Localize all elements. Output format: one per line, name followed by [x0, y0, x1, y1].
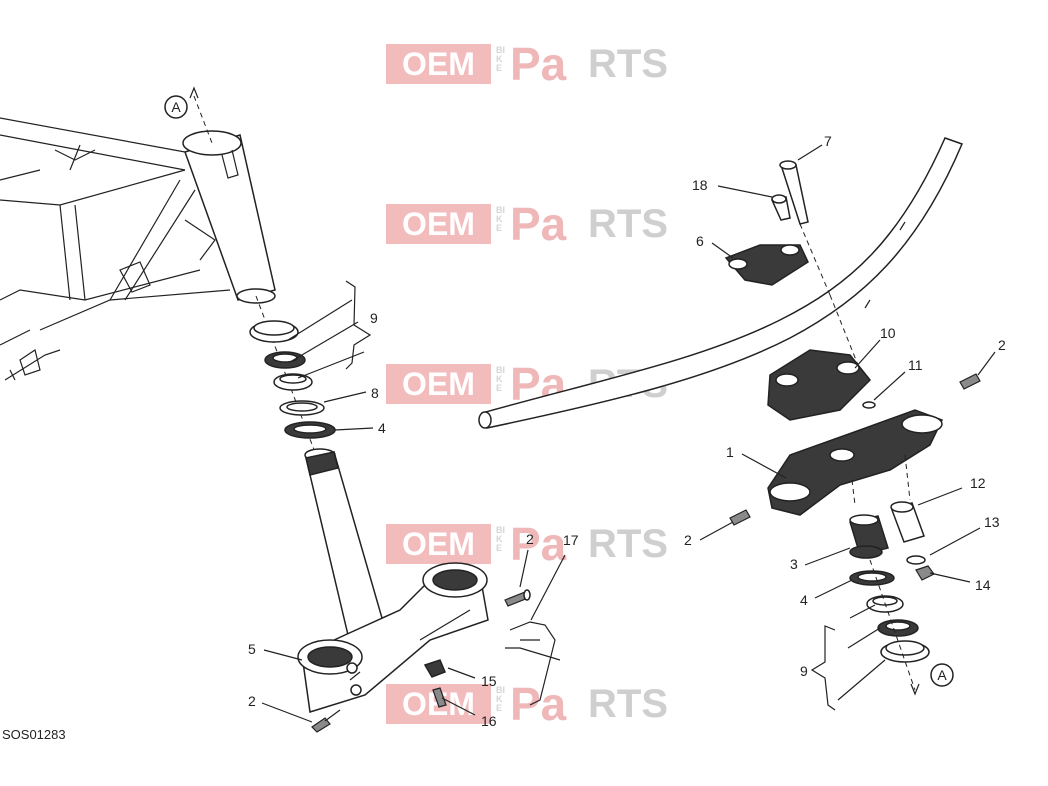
- left-steering-stem: [297, 448, 561, 733]
- callout-label: 2: [248, 693, 256, 709]
- callout-label: 8: [371, 385, 379, 401]
- callout-label: 13: [984, 514, 1000, 530]
- callout-label: 14: [975, 577, 991, 593]
- watermark-oem: OEM: [386, 364, 491, 404]
- watermark-oem: OEM: [386, 44, 491, 84]
- frame-drawing: [0, 86, 317, 456]
- right-upper-yoke: [729, 373, 981, 526]
- callout-label: 11: [908, 357, 923, 373]
- watermark-logo: OEM BIKE Pa RTS: [386, 200, 668, 248]
- reference-circle: [164, 95, 188, 119]
- callout-label: 4: [378, 420, 386, 436]
- callout-label: 17: [563, 532, 579, 548]
- callout-label: 9: [800, 663, 808, 679]
- watermark-pa: Pa: [510, 518, 567, 570]
- watermark-logo: OEM BIKE Pa RTS: [386, 40, 668, 88]
- callout-label: 16: [481, 713, 497, 729]
- callout-label: 6: [696, 233, 704, 249]
- callout-label: 5: [248, 641, 256, 657]
- callout-label: 12: [970, 475, 986, 491]
- watermark-rts: RTS: [588, 42, 668, 86]
- leader-lines: [261, 144, 996, 723]
- watermark-bike: BIKE: [496, 365, 505, 393]
- watermark-pa: Pa: [510, 198, 567, 250]
- watermark-bike: BIKE: [496, 45, 505, 73]
- callout-label: 15: [481, 673, 497, 689]
- watermark-bike: BIKE: [496, 525, 505, 553]
- watermark-pa: Pa: [510, 678, 567, 730]
- reference-mark-a-bottom: A: [937, 667, 947, 683]
- watermark-oem: OEM: [386, 204, 491, 244]
- callout-label: 9: [370, 310, 378, 326]
- callout-label: 10: [880, 325, 896, 341]
- drawing-code: SOS01283: [2, 727, 66, 742]
- callout-label: 7: [824, 133, 832, 149]
- right-lower-parts: [849, 501, 935, 696]
- watermark-pa: Pa: [510, 38, 567, 90]
- handlebar-drawing: [478, 137, 964, 429]
- reference-circle: [930, 663, 954, 687]
- watermark-rts: RTS: [588, 682, 668, 726]
- callout-label: 3: [790, 556, 798, 572]
- watermark-logo: OEM BIKE Pa RTS: [386, 520, 668, 568]
- reference-mark-a-top: A: [171, 99, 181, 115]
- watermark-bike: BIKE: [496, 685, 505, 713]
- right-upper-parts: [724, 160, 876, 421]
- left-bearing-stack: [249, 320, 336, 439]
- callout-label: 2: [998, 337, 1006, 353]
- watermark-rts: RTS: [588, 522, 668, 566]
- callout-label: 4: [800, 592, 808, 608]
- callout-label: 2: [684, 532, 692, 548]
- callout-label: 2: [526, 531, 534, 547]
- watermark-bike: BIKE: [496, 205, 505, 233]
- watermark-rts: RTS: [588, 202, 668, 246]
- watermark-oem: OEM: [386, 524, 491, 564]
- callout-label: 18: [692, 177, 708, 193]
- callout-label: 1: [726, 444, 734, 460]
